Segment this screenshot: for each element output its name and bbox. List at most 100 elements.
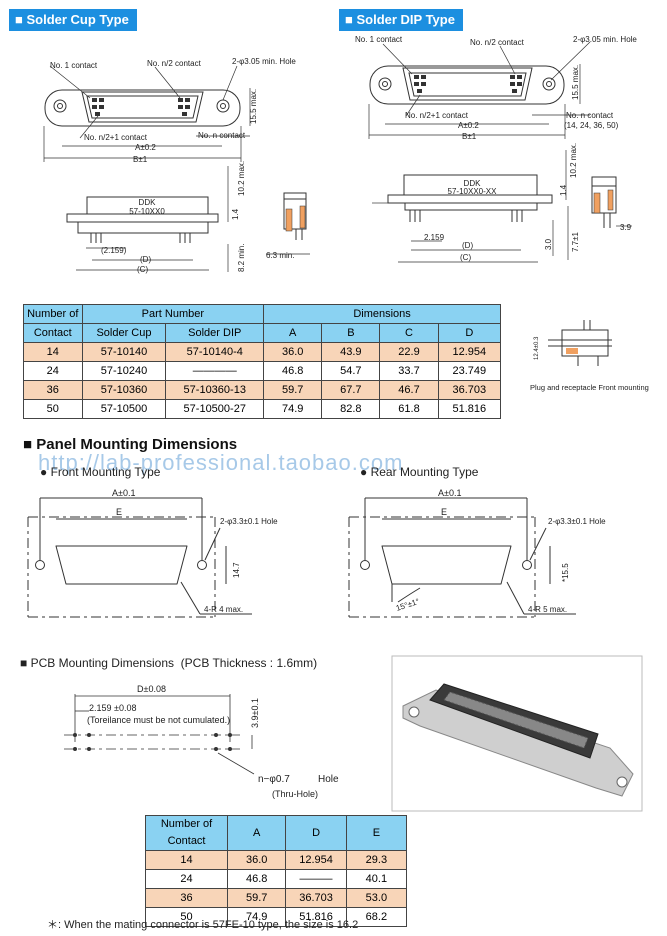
pcb-h-label: 3.9±0.1 [250, 698, 260, 728]
cell-a: 74.9 [263, 399, 323, 419]
th-d: D [437, 323, 502, 343]
pcb-hole2-label: Hole [318, 774, 339, 785]
front-mounting-title: ● Front Mounting Type [40, 465, 161, 479]
cell-a: 36.0 [263, 342, 323, 362]
front-hole-label: 2-φ3.3±0.1 Hole [220, 517, 278, 526]
front-r-label: 4-R 4 max. [204, 605, 243, 614]
th-solder-dip: Solder DIP [165, 323, 265, 343]
pcb-hole-label: n−φ0.7 [258, 774, 290, 785]
dip-non2-label: No. n/2 contact [470, 38, 525, 47]
header-solder-dip-label: Solder DIP Type [356, 12, 455, 27]
cup-d-label: (D) [140, 255, 151, 264]
cup-h155-label: 15.5 max. [249, 89, 258, 124]
cell-n: 24 [144, 869, 229, 889]
rear-hole-label: 2-φ3.3±0.1 Hole [548, 517, 606, 526]
cell-c: 33.7 [379, 361, 439, 381]
cup-b-label: B±1 [133, 155, 148, 164]
th-pcb-contact-label: Contact [167, 835, 206, 847]
cup-c-label: (C) [137, 265, 148, 274]
th-pcb-a: A [227, 815, 287, 851]
th-contact: Contact [23, 323, 83, 343]
front-mounting-label: Front Mounting Type [50, 465, 161, 479]
cup-brand-label: DDK [139, 198, 157, 207]
cell-e: 40.1 [345, 869, 408, 889]
part-number-table: Number of Part Number Dimensions Contact… [23, 304, 502, 419]
header-solder-cup-label: Solder Cup Type [26, 12, 129, 27]
cell-e: 53.0 [345, 888, 408, 908]
header-solder-cup: ■ Solder Cup Type [9, 9, 137, 31]
rear-mounting-title: ● Rear Mounting Type [360, 465, 479, 479]
dip-h14-label: 1.4 [559, 184, 568, 196]
cell-d: 12.954 [437, 342, 502, 362]
cell-a: 59.7 [227, 888, 287, 908]
cup-non2-label: No. n/2 contact [147, 59, 202, 68]
cup-nn-label: No. n contact [198, 131, 246, 140]
th-pcb-number-label: Number of [160, 818, 213, 830]
cell-n: 36 [144, 888, 229, 908]
front-mount-dim: 12.4±0.3 [534, 336, 540, 360]
pcb-section-label: PCB Mounting Dimensions [30, 656, 174, 670]
cell-b: 67.7 [321, 380, 381, 400]
front-h-label: 14.7 [232, 562, 241, 578]
cell-d: ——— [285, 869, 347, 889]
cup-hole-label: 2-φ3.05 min. Hole [232, 57, 296, 66]
cell-a: 59.7 [263, 380, 323, 400]
th-pcb-e: E [345, 815, 408, 851]
dip-h102-label: 10.2 max. [569, 143, 578, 178]
dip-a-label: A±0.2 [458, 121, 479, 130]
dip-hole-label: 2-φ3.05 min. Hole [573, 35, 637, 44]
cell-a: 46.8 [227, 869, 287, 889]
dip-h30-label: 3.0 [544, 238, 553, 250]
cell-c: 61.8 [379, 399, 439, 419]
th-number-of: Number of [23, 304, 83, 324]
dip-h155-label: 15.5 max. [571, 65, 580, 100]
dip-no1-label: No. 1 contact [355, 35, 403, 44]
dip-n21-label: No. n/2+1 contact [405, 111, 469, 120]
cell-d: 51.816 [437, 399, 502, 419]
front-mount-note: Plug and receptacle Front mounting [530, 383, 649, 392]
footnote: ＊: When the mating connector is 57FE-10 … [47, 919, 359, 931]
cup-h82-label: 8.2 min. [237, 244, 246, 272]
dip-h77-label: 7.7±1 [571, 231, 580, 252]
cup-h102-label: 10.2 max. [237, 161, 246, 196]
th-c: C [379, 323, 439, 343]
cup-a-label: A±0.2 [135, 143, 156, 152]
cell-cup: 57-10240 [81, 361, 167, 381]
cell-d: 36.703 [437, 380, 502, 400]
cell-n: 50 [144, 907, 229, 927]
dip-m39-label: 3.9 [620, 223, 632, 232]
cup-part-label: 57-10XX0 [129, 207, 165, 216]
panel-section-label: Panel Mounting Dimensions [36, 436, 238, 453]
rear-h-label: *15.5 [561, 563, 570, 582]
cell-a: 36.0 [227, 850, 287, 870]
dip-brand-label: DDK [464, 179, 482, 188]
cup-2159-label: (2.159) [101, 246, 127, 255]
dip-2159-label: 2.159 [424, 233, 445, 242]
cell-e: 29.3 [345, 850, 408, 870]
dip-b-label: B±1 [462, 132, 477, 141]
pcb-thru-label: (Thru-Hole) [272, 789, 318, 799]
rear-mounting-label: Rear Mounting Type [370, 465, 479, 479]
pcb-d-label: D±0.08 [137, 684, 166, 694]
dip-d-label: (D) [462, 241, 473, 250]
dip-part-label: 57-10XX0-XX [448, 187, 498, 196]
cell-n: 50 [23, 399, 83, 419]
rear-r-label: 4-R 5 max. [528, 605, 567, 614]
th-a: A [263, 323, 323, 343]
cup-no1-label: No. 1 contact [50, 61, 98, 70]
pcb-tolerance-label: (Toreilance must be not cumulated.) [87, 715, 230, 725]
